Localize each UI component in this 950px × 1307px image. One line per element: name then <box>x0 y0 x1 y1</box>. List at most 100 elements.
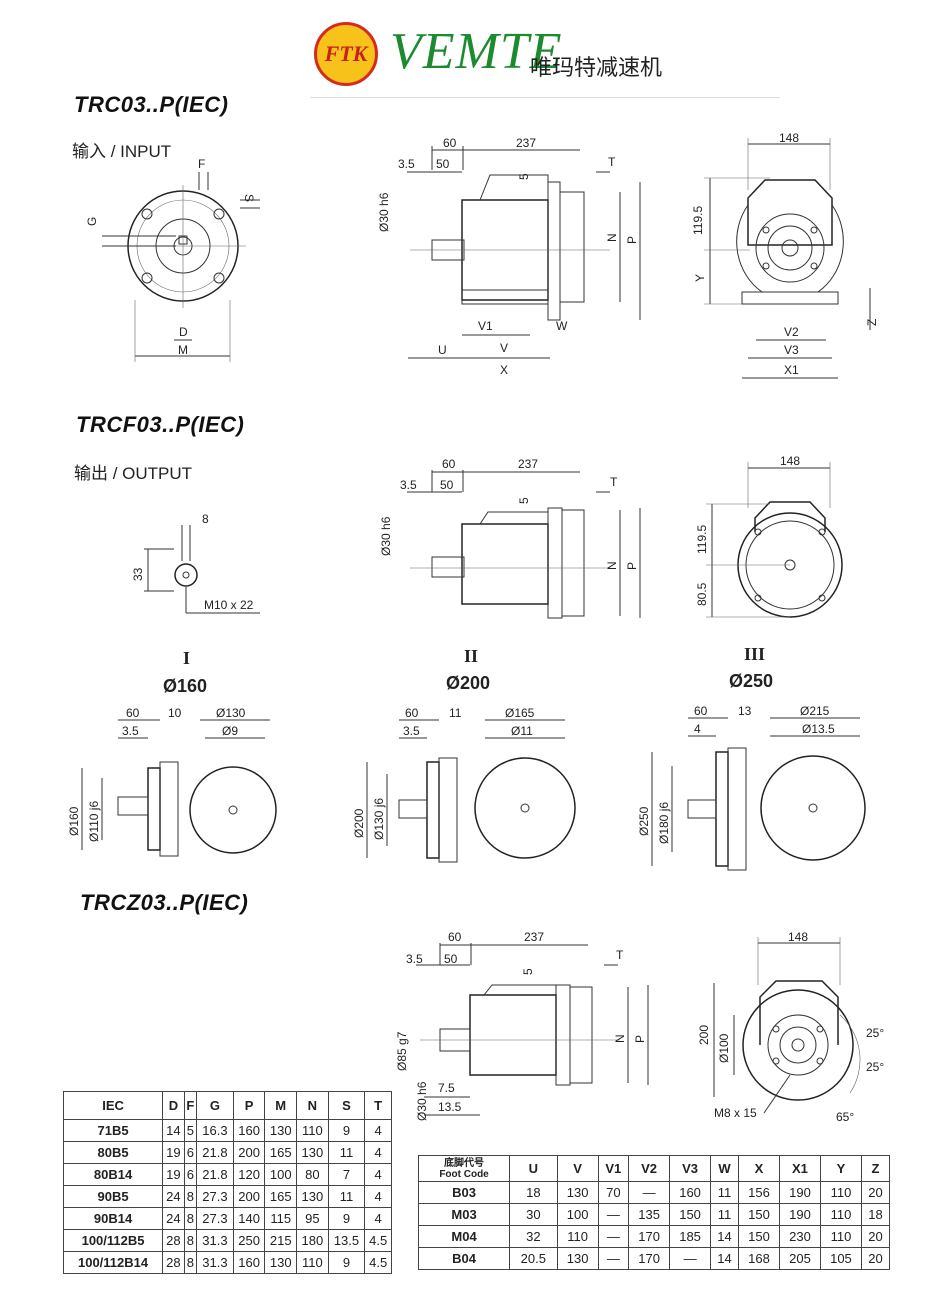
table-cell: 130 <box>296 1141 329 1164</box>
angle-25-bottom: 25° <box>866 1060 884 1074</box>
table-cell: 150 <box>669 1203 712 1226</box>
dim-237: 237 <box>516 136 536 150</box>
dim-pcd: Ø165 <box>505 706 535 720</box>
dim-V2: V2 <box>784 325 799 339</box>
table-cell: 8 <box>183 1251 198 1274</box>
dim-T: T <box>610 475 618 489</box>
table-cell: 120 <box>232 1163 266 1186</box>
table-cell: 190 <box>778 1203 821 1226</box>
table-cell: 100/112B14 <box>62 1251 164 1274</box>
output-end-view: 148 119.5 80.5 <box>695 454 843 618</box>
dim-60: 60 <box>405 706 419 720</box>
dim-shaft: Ø30 h6 <box>379 516 393 556</box>
col-V3: V3 <box>669 1155 712 1182</box>
dim-Z: Z <box>865 319 879 326</box>
table-cell: 80 <box>296 1163 329 1186</box>
dim-step: 3.5 <box>122 724 139 738</box>
dim-shaft: Ø30 h6 <box>377 192 391 232</box>
flange-2-drawing: 60 11 3.5 Ø165 Ø11 Ø200 Ø130 j6 <box>352 706 576 863</box>
table-cell: 27.3 <box>196 1185 234 1208</box>
table-cell: 4 <box>364 1119 392 1142</box>
section-title-input: TRC03..P(IEC) <box>74 92 229 117</box>
foot-table-header: 底脚代号 Foot Code U V V1 V2 V3 W X X1 Y Z <box>417 1155 891 1182</box>
table-cell: 95 <box>296 1207 329 1230</box>
table-cell: 165 <box>264 1185 298 1208</box>
table-cell: 80B5 <box>62 1141 164 1164</box>
dim-U: U <box>438 343 447 357</box>
table-cell: 28 <box>162 1229 185 1252</box>
col-F: F <box>183 1091 198 1120</box>
dim-outer: Ø200 <box>352 808 366 838</box>
dim-M10x22: M10 x 22 <box>204 598 254 612</box>
table-cell: 190 <box>778 1181 821 1204</box>
table-cell: 5 <box>183 1119 198 1142</box>
table-cell: 130 <box>296 1185 329 1208</box>
angle-25-top: 25° <box>866 1026 884 1040</box>
table-cell: 18 <box>860 1203 891 1226</box>
table-cell: 170 <box>628 1225 671 1248</box>
dim-spigot: Ø110 j6 <box>87 801 101 842</box>
brand-logo: FTK <box>314 22 378 86</box>
dim-5: 5 <box>517 497 531 504</box>
header-rule <box>310 97 780 98</box>
dim-G: G <box>85 217 99 226</box>
brand-name: VEMTE <box>390 23 563 80</box>
table-cell: 20.5 <box>509 1247 558 1270</box>
dim-7.5: 7.5 <box>438 1081 455 1095</box>
table-cell: 110 <box>819 1181 862 1204</box>
dim-P: P <box>625 562 639 570</box>
dim-M8x15: M8 x 15 <box>714 1106 757 1120</box>
iec-table-header: IEC D F G P M N S T <box>62 1091 392 1120</box>
table-cell: 14 <box>162 1119 185 1142</box>
dim-T: T <box>608 155 616 169</box>
col-W: W <box>710 1155 739 1182</box>
logo-mark: FTK <box>324 41 368 66</box>
table-cell: 20 <box>860 1247 891 1270</box>
table-cell: 19 <box>162 1163 185 1186</box>
dim-outer: Ø250 <box>637 806 651 836</box>
table-cell: 20 <box>860 1225 891 1248</box>
dim-N: N <box>605 233 619 242</box>
table-cell: 6 <box>183 1141 198 1164</box>
table-cell: 115 <box>264 1207 298 1230</box>
table-cell: 110 <box>556 1225 599 1248</box>
brand-cn-name: 唯玛特减速机 <box>530 55 663 80</box>
dim-148: 148 <box>780 454 800 468</box>
table-cell: 14 <box>710 1225 739 1248</box>
dim-T: T <box>616 948 624 962</box>
dim-5: 5 <box>521 968 535 975</box>
table-cell: 9 <box>327 1251 366 1274</box>
table-cell: 168 <box>737 1247 780 1270</box>
table-cell: 19 <box>162 1141 185 1164</box>
col-V1: V1 <box>597 1155 630 1182</box>
table-cell: 7 <box>327 1163 366 1186</box>
dim-flange: Ø85 g7 <box>395 1031 409 1071</box>
table-cell: 21.8 <box>196 1141 234 1164</box>
flange-1-drawing: 60 10 3.5 Ø130 Ø9 Ø160 Ø110 j6 <box>67 706 277 857</box>
dim-60: 60 <box>694 704 708 718</box>
table-cell: 70 <box>597 1181 630 1204</box>
table-cell: 105 <box>819 1247 862 1270</box>
table-cell: 11 <box>327 1141 366 1164</box>
table-cell: 180 <box>296 1229 329 1252</box>
table-cell: 110 <box>296 1119 329 1142</box>
dim-60: 60 <box>443 136 457 150</box>
table-cell: — <box>597 1225 630 1248</box>
dim-gap: 10 <box>168 706 182 720</box>
foot-code-cn: 底脚代号 <box>444 1157 485 1169</box>
col-Z: Z <box>860 1155 891 1182</box>
flange-1-size: Ø160 <box>163 676 208 696</box>
table-cell: M04 <box>417 1225 511 1248</box>
dim-S: S <box>242 194 256 202</box>
table-cell: 31.3 <box>196 1251 234 1274</box>
dim-X: X <box>500 363 508 377</box>
table-cell: 205 <box>778 1247 821 1270</box>
dim-3.5: 3.5 <box>406 952 423 966</box>
table-cell: 16.3 <box>196 1119 234 1142</box>
dim-gap: 11 <box>449 706 462 720</box>
output-shaft-end-view: 8 33 M10 x 22 <box>131 512 260 614</box>
table-cell: 130 <box>556 1247 599 1270</box>
